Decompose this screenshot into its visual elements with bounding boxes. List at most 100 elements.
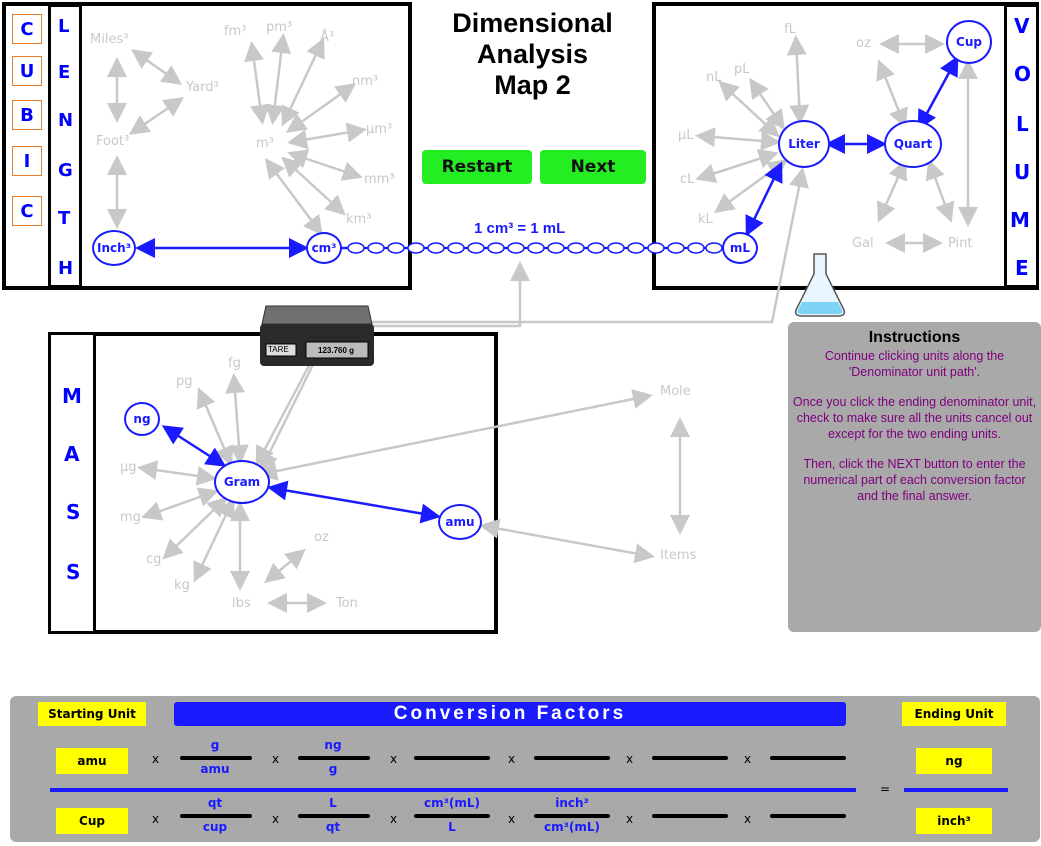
node-inch[interactable]: Inch³ [92, 230, 136, 266]
unit-nm[interactable]: nm³ [352, 74, 379, 89]
node-amu[interactable]: amu [438, 504, 482, 540]
scale-reading: 123.760 g [318, 346, 355, 355]
row2-frac1-den: cup [202, 820, 228, 834]
unit-miles[interactable]: Miles³ [90, 32, 129, 47]
unit-cg[interactable]: cg [146, 552, 162, 567]
node-mL[interactable]: mL [722, 232, 758, 264]
unit-pL[interactable]: pL [734, 62, 750, 77]
cubic-letter-4: I [12, 146, 42, 176]
volume-letter-4: U [1014, 160, 1031, 184]
equals-sign: = [880, 782, 891, 796]
row2-frac4-num: inch³ [555, 796, 589, 810]
node-gram[interactable]: Gram [214, 460, 270, 504]
unit-items[interactable]: Items [660, 548, 697, 563]
row2-end-unit: inch³ [916, 808, 992, 834]
row2-frac3-num: cm³(mL) [424, 796, 480, 810]
row1-times-4: x [508, 752, 516, 766]
unit-oz-volume[interactable]: oz [856, 36, 871, 51]
unit-mg[interactable]: mg [120, 510, 141, 525]
row2-times-5: x [626, 812, 634, 826]
answer-divider [904, 788, 1008, 792]
length-letter-6: H [58, 258, 74, 279]
unit-mm[interactable]: mm³ [364, 172, 395, 187]
row1-end-unit: ng [916, 748, 992, 774]
unit-yard[interactable]: Yard³ [186, 80, 219, 95]
row1-frac1-den: amu [200, 762, 230, 776]
row2-times-3: x [390, 812, 398, 826]
scale-tare-label: TARE [268, 345, 289, 354]
length-label-strip [48, 4, 82, 288]
unit-pg[interactable]: pg [176, 374, 193, 389]
length-letter-5: T [58, 208, 71, 229]
node-ng[interactable]: ng [124, 402, 160, 436]
node-cup[interactable]: Cup [946, 20, 992, 64]
row2-frac2-den: qt [325, 820, 341, 834]
mass-letter-1: M [62, 384, 82, 408]
volume-letter-2: O [1014, 62, 1032, 86]
row2-start-unit: Cup [56, 808, 128, 834]
length-letter-1: L [58, 16, 70, 37]
row2-frac4-line [534, 814, 610, 818]
cubic-letter-5: C [12, 196, 42, 226]
cubic-letter-2: U [12, 56, 42, 86]
row2-times-1: x [152, 812, 160, 826]
row2-frac4-den: cm³(mL) [544, 820, 600, 834]
row2-frac3-line [414, 814, 490, 818]
volume-label-strip [1004, 4, 1039, 288]
row1-frac6-line[interactable] [770, 756, 846, 760]
starting-unit-label: Starting Unit [38, 702, 146, 726]
instructions-heading: Instructions [868, 329, 961, 346]
unit-foot[interactable]: Foot³ [96, 134, 130, 149]
unit-fm[interactable]: fm³ [224, 24, 247, 39]
node-liter[interactable]: Liter [778, 120, 830, 168]
node-quart[interactable]: Quart [884, 120, 942, 168]
unit-nL[interactable]: nL [706, 70, 722, 85]
restart-button[interactable]: Restart [422, 150, 532, 184]
unit-ton[interactable]: Ton [336, 596, 358, 611]
unit-pm[interactable]: pm³ [266, 20, 293, 35]
unit-lbs[interactable]: lbs [232, 596, 251, 611]
equivalence-label: 1 cm³ = 1 mL [474, 220, 566, 237]
scale-icon: TARE 123.760 g [258, 302, 376, 368]
conversion-factors-panel: Starting Unit Conversion Factors Ending … [10, 696, 1040, 842]
row2-frac5-line[interactable] [652, 814, 728, 818]
mass-letter-3: S [66, 500, 81, 524]
unit-cL[interactable]: cL [680, 172, 695, 187]
unit-fL[interactable]: fL [784, 22, 796, 37]
flask-icon [792, 252, 848, 323]
unit-gal[interactable]: Gal [852, 236, 874, 251]
mass-letter-4: S [66, 560, 81, 584]
row2-frac2-line [298, 814, 370, 818]
length-letter-4: G [58, 160, 73, 181]
row1-frac3-line[interactable] [414, 756, 490, 760]
unit-oz-mass[interactable]: oz [314, 530, 329, 545]
unit-kg[interactable]: kg [174, 578, 190, 593]
row1-frac4-line[interactable] [534, 756, 610, 760]
row1-frac2-den: g [328, 762, 338, 776]
row2-frac3-den: L [448, 820, 456, 834]
row2-frac6-line[interactable] [770, 814, 846, 818]
unit-uL[interactable]: µL [678, 128, 694, 143]
unit-angstrom[interactable]: Å³ [320, 30, 335, 45]
ending-unit-label: Ending Unit [902, 702, 1006, 726]
node-cm[interactable]: cm³ [306, 232, 342, 264]
unit-kL[interactable]: kL [698, 212, 713, 227]
length-letter-2: E [58, 62, 71, 83]
unit-mole[interactable]: Mole [660, 384, 691, 399]
unit-ug[interactable]: µg [120, 460, 137, 475]
row2-times-2: x [272, 812, 280, 826]
row2-frac1-num: qt [207, 796, 223, 810]
unit-m[interactable]: m³ [256, 136, 274, 151]
row1-frac5-line[interactable] [652, 756, 728, 760]
unit-um[interactable]: µm³ [366, 122, 393, 137]
mass-label-strip [48, 332, 96, 634]
unit-pint[interactable]: Pint [948, 236, 973, 251]
next-button[interactable]: Next [540, 150, 646, 184]
unit-km[interactable]: km³ [346, 212, 372, 227]
cubic-letter-1: C [12, 14, 42, 44]
row-divider [50, 788, 856, 792]
unit-fg[interactable]: fg [228, 356, 241, 371]
page-title: Dimensional Analysis Map 2 [415, 8, 650, 101]
instructions-panel: Instructions Continue clicking units alo… [788, 322, 1041, 632]
